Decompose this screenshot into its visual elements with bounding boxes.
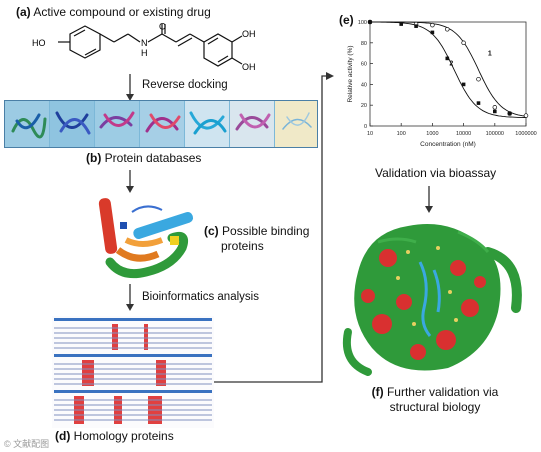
step-bioinformatics: Bioinformatics analysis [142, 291, 259, 303]
sequence-alignment [52, 316, 214, 428]
binding-protein-cartoon [98, 198, 194, 279]
x-tick-label: 1000 [426, 131, 438, 137]
panel-a-text: Active compound or existing drug [33, 5, 211, 19]
mol-oh-right2: OH [242, 62, 256, 72]
y-tick-label: 20 [361, 103, 367, 109]
data-point-series-2 [493, 109, 497, 114]
data-point-series-1 [445, 27, 450, 32]
y-tick-label: 100 [358, 20, 367, 26]
plot-frame [369, 21, 527, 127]
data-point-series-2 [430, 30, 435, 35]
data-point-series-1 [430, 22, 435, 28]
data-point-series-2 [461, 82, 466, 87]
y-tick-label: 80 [361, 41, 367, 47]
panel-a-title: (a) Active compound or existing drug [16, 6, 211, 19]
panel-f-line2: structural biology [389, 400, 481, 414]
fit-curve-1 [370, 21, 527, 117]
step-bioassay: Validation via bioassay [375, 166, 497, 180]
mol-h: H [141, 48, 148, 58]
data-point-series-2 [399, 22, 403, 26]
panel-b-text: Protein databases [104, 151, 202, 165]
data-point-series-2 [507, 111, 512, 116]
panel-b-title: (b) Protein databases [86, 152, 201, 165]
protein-thumbnails [5, 101, 317, 147]
panel-d-title: (d) Homology proteins [55, 430, 174, 443]
x-tick-label: 10 [367, 131, 373, 137]
curve-label-2: 2 [449, 61, 453, 68]
y-axis-label: Relative activity (%) [347, 45, 354, 102]
connector-arrow [214, 72, 334, 383]
step-reverse-docking: Reverse docking [142, 79, 228, 91]
panel-c-title: (c) Possible binding proteins [204, 224, 309, 254]
x-tick-label: 100000 [486, 131, 504, 137]
fit-curve-2 [370, 21, 526, 118]
curve-label-1: 1 [488, 50, 492, 57]
panel-b-letter: (b) [86, 151, 102, 165]
protein-database-strip [4, 100, 318, 148]
arrow-down-icon [425, 186, 433, 213]
x-axis-label: Concentration (nM) [420, 141, 476, 148]
data-point-series-1 [476, 76, 481, 82]
panel-c-letter: (c) [204, 224, 219, 238]
panel-a-letter: (a) [16, 5, 31, 19]
panel-f-title: (f) Further validation via structural bi… [355, 385, 515, 415]
data-point-series-2 [414, 24, 418, 28]
mol-o: O [159, 22, 166, 31]
arrow-down-icon [126, 74, 134, 101]
data-point-series-1 [523, 113, 529, 118]
x-tick-label: 1000000 [515, 131, 536, 137]
panel-f-line1: Further validation via [386, 385, 499, 399]
molecule-structure: HO N H O OH OH [32, 22, 256, 72]
watermark: © 文献配图 [4, 439, 50, 449]
arrow-down-icon [126, 170, 134, 193]
y-tick-label: 40 [361, 82, 367, 88]
mol-n: N [141, 38, 148, 48]
data-point-series-1 [461, 40, 466, 46]
dose-response-chart: 10 100 1000 10000 100000 1000000 0 20 40 60 80 100C… [347, 19, 537, 148]
x-tick-label: 10000 [456, 131, 471, 137]
data-point-series-2 [368, 20, 372, 24]
panel-d-text: Homology proteins [73, 429, 174, 443]
panel-f-letter: (f) [371, 385, 384, 399]
mol-oh-left: HO [32, 38, 46, 48]
panel-c-line1: Possible binding [222, 224, 310, 238]
panel-d-letter: (d) [55, 429, 71, 443]
protein-structure-image [343, 224, 522, 376]
x-tick-label: 100 [397, 131, 406, 137]
arrow-down-icon [126, 284, 134, 311]
y-tick-label: 0 [364, 124, 367, 130]
mol-oh-right1: OH [242, 29, 256, 39]
y-tick-label: 60 [361, 62, 367, 68]
data-point-series-2 [445, 56, 450, 61]
panel-e-letter: (e) [339, 13, 354, 27]
data-point-series-2 [476, 101, 481, 105]
data-point-series-1 [492, 105, 498, 110]
panel-c-line2: proteins [221, 239, 264, 253]
